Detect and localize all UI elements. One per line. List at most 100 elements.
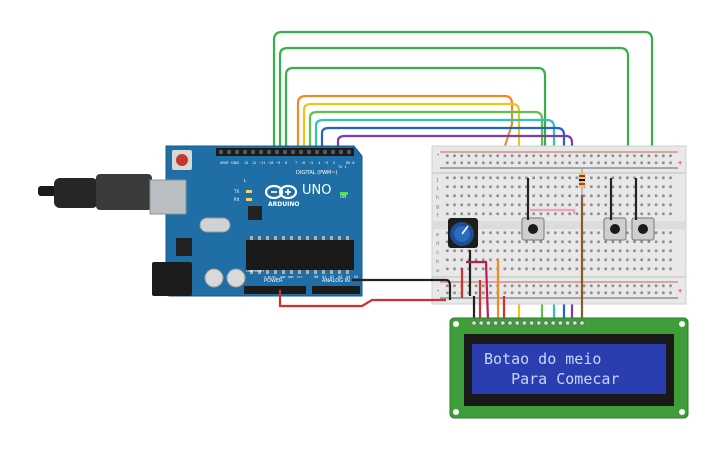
lcd-pin: [565, 320, 571, 326]
breadboard-hole: [453, 284, 456, 288]
breadboard-hole: [582, 258, 586, 262]
breadboard-hole: [654, 176, 658, 180]
breadboard-hole: [554, 249, 557, 253]
breadboard-hole: [539, 212, 543, 216]
pin-label-a2: A2: [330, 275, 334, 279]
breadboard-hole: [525, 291, 528, 295]
breadboard-hole: [489, 284, 492, 288]
breadboard-hole: [446, 231, 449, 235]
breadboard-hole: [604, 249, 607, 253]
breadboard-hole: [561, 284, 564, 288]
breadboard-hole: [474, 249, 478, 253]
breadboard-hole: [561, 249, 564, 253]
breadboard-hole: [539, 194, 543, 198]
breadboard-hole: [546, 203, 550, 207]
breadboard-hole: [633, 203, 636, 207]
lcd-module: Botao do meio Para Comecar: [449, 317, 689, 419]
breadboard-hole: [453, 212, 456, 216]
breadboard-hole: [554, 161, 557, 165]
breadboard-hole: [590, 203, 593, 207]
breadboard-hole: [489, 161, 492, 165]
breadboard-hole: [467, 194, 471, 198]
breadboard-hole: [561, 194, 564, 198]
breadboard-hole: [496, 161, 499, 165]
breadboard-hole: [647, 176, 651, 180]
pin-label-12: 12: [252, 161, 256, 165]
breadboard-hole: [626, 203, 629, 207]
lcd-pin: [579, 320, 585, 326]
wire-yellow: [302, 102, 521, 320]
breadboard-hole: [446, 161, 449, 165]
breadboard-hole: [597, 284, 600, 288]
breadboard-hole: [626, 231, 629, 235]
wire-green-1: [272, 30, 654, 210]
breadboard-hole: [503, 154, 507, 158]
breadboard-hole: [626, 154, 629, 158]
breadboard-hole: [662, 185, 665, 189]
breadboard-hole: [669, 291, 672, 295]
breadboard-hole: [518, 203, 521, 207]
breadboard-hole: [532, 258, 535, 262]
breadboard-hole: [453, 249, 456, 253]
breadboard-hole: [446, 176, 449, 180]
row-labels-top: j i h g f: [436, 177, 439, 219]
breadboard-hole: [453, 185, 456, 189]
breadboard-hole: [525, 267, 528, 271]
breadboard-hole: [590, 185, 593, 189]
breadboard-hole: [654, 185, 658, 189]
wire-blue: [320, 126, 566, 320]
breadboard-hole: [611, 161, 615, 165]
breadboard-hole: [575, 194, 579, 198]
breadboard-hole: [611, 240, 615, 244]
breadboard-hole: [554, 240, 557, 244]
breadboard-hole: [453, 203, 456, 207]
breadboard-hole: [654, 258, 658, 262]
breadboard-hole: [597, 154, 600, 158]
breadboard-hole: [626, 249, 629, 253]
breadboard-hole: [568, 258, 571, 262]
breadboard-hole: [510, 249, 514, 253]
breadboard-hole: [482, 203, 485, 207]
breadboard-hole: [618, 240, 622, 244]
breadboard-hole: [597, 185, 600, 189]
breadboard-hole: [460, 249, 463, 253]
tx-label: TX: [233, 189, 239, 194]
breadboard-hole: [568, 284, 571, 288]
wire-green-2: [278, 46, 630, 210]
wires-top: [272, 30, 654, 320]
breadboard-hole: [662, 240, 665, 244]
breadboard-hole: [489, 258, 492, 262]
rail-plus-top: +: [678, 159, 682, 167]
breadboard-hole: [489, 249, 492, 253]
breadboard-hole: [446, 284, 449, 288]
breadboard-hole: [554, 267, 557, 271]
breadboard-hole: [446, 240, 449, 244]
breadboard-hole: [640, 185, 643, 189]
breadboard-hole: [568, 291, 571, 295]
breadboard-hole: [575, 185, 579, 189]
breadboard-hole: [590, 240, 593, 244]
breadboard-hole: [669, 203, 672, 207]
breadboard-hole: [503, 240, 507, 244]
breadboard-hole: [460, 185, 463, 189]
breadboard-hole: [532, 267, 535, 271]
push-button-right: [631, 217, 655, 241]
pin-label-13: 13: [244, 161, 248, 165]
breadboard-hole: [647, 258, 651, 262]
breadboard-hole: [590, 161, 593, 165]
breadboard-hole: [525, 212, 528, 216]
breadboard-hole: [453, 258, 456, 262]
breadboard-hole: [554, 185, 557, 189]
breadboard-hole: [489, 291, 492, 295]
breadboard-hole: [525, 176, 528, 180]
breadboard-hole: [467, 161, 471, 165]
breadboard-hole: [647, 212, 651, 216]
breadboard-hole: [503, 161, 507, 165]
breadboard-hole: [626, 161, 629, 165]
reset-button: [176, 154, 188, 166]
breadboard-hole: [446, 194, 449, 198]
breadboard-hole: [575, 240, 579, 244]
breadboard-hole: [647, 240, 651, 244]
breadboard-hole: [446, 291, 449, 295]
breadboard-hole: [633, 185, 636, 189]
